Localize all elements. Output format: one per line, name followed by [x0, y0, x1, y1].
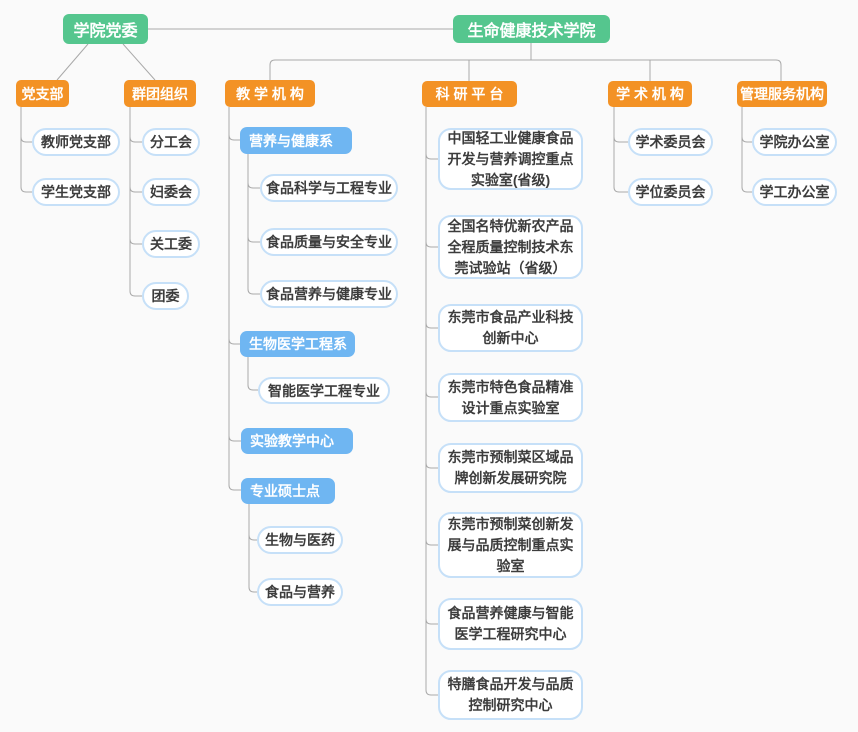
node-experimental-teaching-center: 实验教学中心	[241, 428, 353, 454]
node-dongguan-premade-dish-brand-institute: 东莞市预制菜区域品牌创新发展研究院	[438, 443, 583, 493]
node-food-science-engineering-major: 食品科学与工程专业	[260, 174, 398, 202]
node-student-affairs-office: 学工办公室	[752, 178, 837, 206]
node-food-nutrition-intelligent-medical-center: 食品营养健康与智能医学工程研究中心	[438, 598, 583, 650]
node-china-light-industry-key-lab: 中国轻工业健康食品开发与营养调控重点实验室(省级)	[438, 128, 583, 190]
node-label: 食品营养健康与智能医学工程研究中心	[447, 605, 574, 642]
node-biomedical-engineering-department: 生物医学工程系	[240, 331, 355, 357]
node-national-agri-product-quality-station: 全国名特优新农产品全程质量控制技术东莞试验站（省级）	[438, 215, 583, 279]
node-dongguan-premade-dish-quality-lab: 东莞市预制菜创新发展与品质控制重点实验室	[438, 512, 583, 578]
node-youth-league-committee: 团委	[142, 282, 189, 310]
node-teacher-party-branch: 教师党支部	[32, 128, 120, 156]
node-professional-master-programs: 专业硕士点	[241, 478, 335, 504]
node-party-branches: 党支部	[16, 80, 69, 107]
node-label: 东莞市特色食品精准设计重点实验室	[447, 378, 574, 416]
node-label: 中国轻工业健康食品开发与营养调控重点实验室(省级)	[447, 129, 574, 188]
node-degree-committee: 学位委员会	[628, 178, 713, 206]
node-women-committee: 妇委会	[142, 178, 200, 206]
node-food-quality-safety-major: 食品质量与安全专业	[260, 228, 398, 256]
node-labor-union: 分工会	[142, 128, 200, 156]
node-student-party-branch: 学生党支部	[32, 178, 120, 206]
node-food-nutrition-health-major: 食品营养与健康专业	[260, 280, 398, 308]
node-label: 东莞市食品产业科技创新中心	[447, 309, 574, 346]
node-care-next-generation-committee: 关工委	[142, 230, 200, 258]
node-biology-and-medicine-program: 生物与医药	[257, 526, 343, 554]
node-label: 全国名特优新农产品全程质量控制技术东莞试验站（省级）	[447, 217, 574, 276]
node-academic-committee: 学术委员会	[628, 128, 713, 156]
node-label: 特膳食品开发与品质控制研究中心	[447, 676, 574, 713]
node-admin-service-organizations: 管理服务机构	[737, 81, 827, 107]
node-college: 生命健康技术学院	[453, 15, 610, 43]
node-teaching-organizations: 教 学 机 构	[225, 80, 315, 107]
node-food-and-nutrition-program: 食品与营养	[257, 578, 343, 606]
node-nutrition-health-department: 营养与健康系	[240, 127, 352, 154]
node-intelligent-medical-engineering-major: 智能医学工程专业	[258, 377, 390, 404]
node-label: 东莞市预制菜区域品牌创新发展研究院	[447, 449, 574, 486]
node-special-dietary-food-center: 特膳食品开发与品质控制研究中心	[438, 670, 583, 720]
node-dongguan-featured-food-design-lab: 东莞市特色食品精准设计重点实验室	[438, 373, 583, 422]
node-research-platforms: 科 研 平 台	[422, 81, 517, 107]
node-college-office: 学院办公室	[752, 128, 837, 156]
node-academic-organizations: 学 术 机 构	[608, 81, 692, 107]
node-dongguan-food-industry-innovation-center: 东莞市食品产业科技创新中心	[438, 304, 583, 352]
node-college-party-committee: 学院党委	[63, 14, 148, 44]
node-mass-organizations: 群团组织	[124, 80, 196, 107]
node-label: 东莞市预制菜创新发展与品质控制重点实验室	[447, 515, 574, 574]
